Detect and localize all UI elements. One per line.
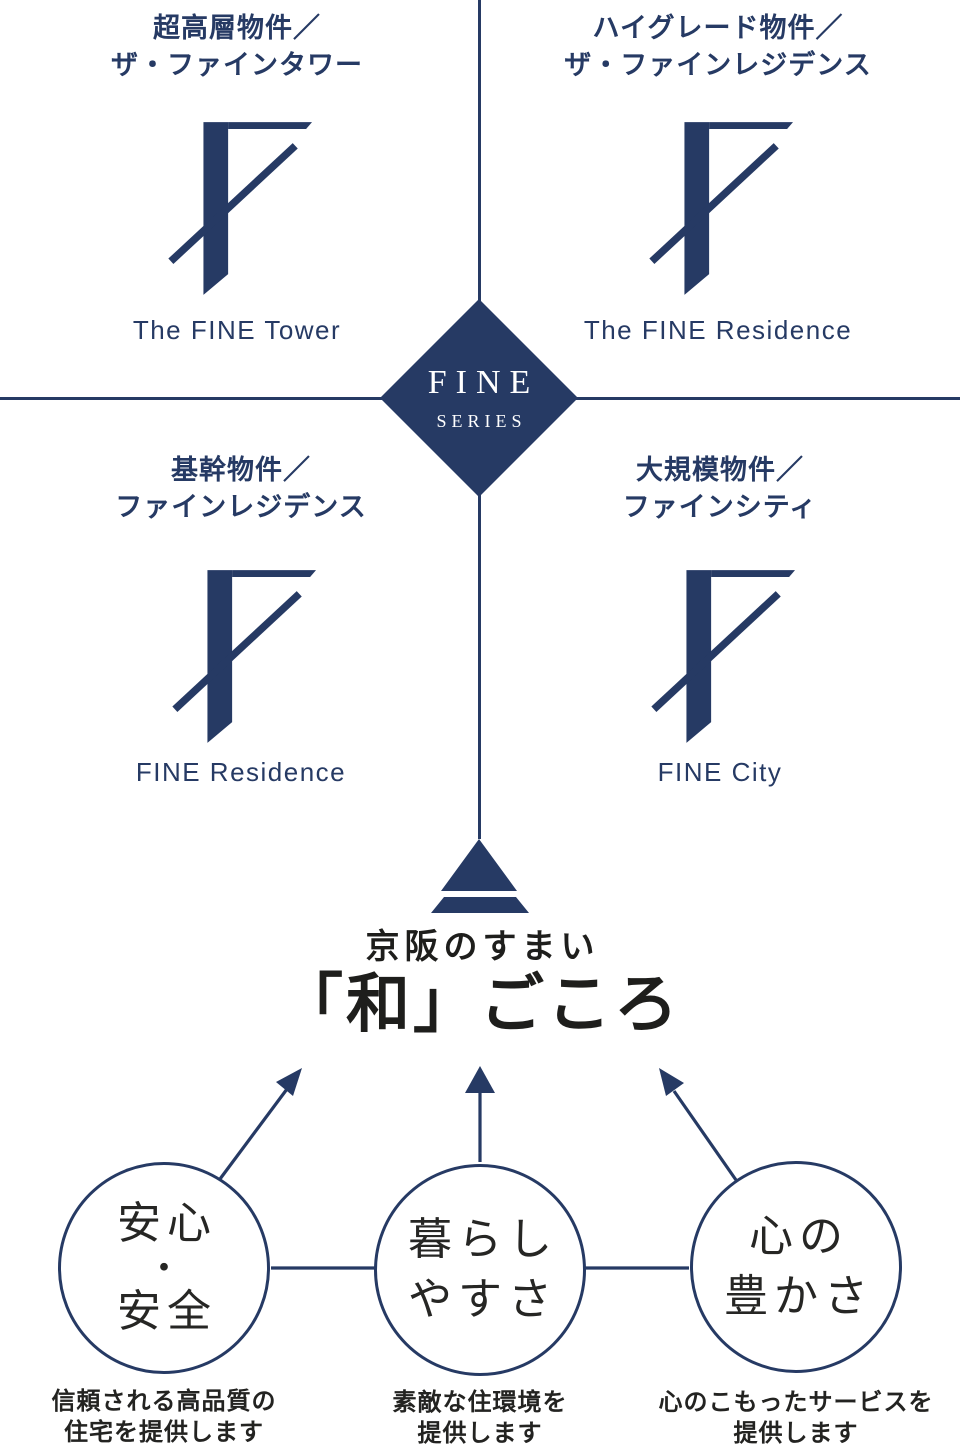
value-line: 安心 bbox=[117, 1199, 217, 1248]
quadrant-the-fine-tower: 超高層物件／ ザ・ファインタワー The FINE Tower bbox=[72, 10, 402, 346]
caption-line: 心のこもったサービスを bbox=[658, 1389, 934, 1416]
fine-f-logo-icon bbox=[650, 570, 795, 743]
quadrant-name-en: FINE City bbox=[657, 757, 783, 787]
fine-f-logo-icon bbox=[648, 122, 793, 295]
value-caption-safety: 信頼される高品質の 住宅を提供します bbox=[0, 1386, 334, 1446]
caption-line: 信頼される高品質の bbox=[51, 1388, 277, 1415]
arrow-right-line bbox=[672, 1090, 738, 1181]
value-circle-richness: 心の 豊かさ bbox=[690, 1161, 902, 1373]
value-caption-richness: 心のこもったサービスを 提供します bbox=[626, 1387, 960, 1446]
quadrant-name-jp: ザ・ファインレジデンス bbox=[564, 50, 872, 80]
caption-line: 提供します bbox=[733, 1420, 859, 1446]
value-line: やすさ bbox=[408, 1275, 558, 1324]
arrow-left-head-icon bbox=[276, 1068, 302, 1096]
value-circle-livability: 暮らし やすさ bbox=[374, 1164, 586, 1376]
quadrant-fine-city: 大規模物件／ ファインシティ FINE City bbox=[555, 452, 885, 788]
caption-line: 素敵な住環境を bbox=[392, 1389, 568, 1416]
caption-line: 提供します bbox=[417, 1420, 543, 1446]
arrow-middle-head-icon bbox=[465, 1066, 495, 1093]
badge-subtitle: SERIES bbox=[436, 411, 527, 431]
arrow-left-line bbox=[218, 1088, 289, 1180]
value-line: 豊かさ bbox=[724, 1272, 874, 1321]
quadrant-category: 超高層物件／ bbox=[153, 13, 321, 43]
fine-series-badge: FINE SERIES bbox=[379, 328, 579, 468]
quadrant-name-jp: ザ・ファインタワー bbox=[111, 50, 363, 80]
foundation-base-icon bbox=[431, 897, 529, 913]
quadrant-the-fine-residence: ハイグレード物件／ ザ・ファインレジデンス The FINE Residence bbox=[553, 10, 883, 346]
quadrant-category: 基幹物件／ bbox=[171, 455, 311, 485]
quadrant-name-en: The FINE Residence bbox=[583, 315, 853, 345]
badge-title: FINE bbox=[427, 364, 540, 401]
value-line: 心の bbox=[749, 1212, 849, 1261]
philosophy-brand-line: 京阪のすまい bbox=[365, 929, 600, 966]
value-circle-safety: 安心 ・ 安全 bbox=[58, 1162, 270, 1374]
philosophy-heading: 京阪のすまい 「和」ごころ bbox=[180, 928, 780, 1040]
caption-line: 住宅を提供します bbox=[64, 1419, 264, 1446]
quadrant-category: ハイグレード物件／ bbox=[592, 13, 844, 43]
value-caption-livability: 素敵な住環境を 提供します bbox=[310, 1387, 650, 1446]
quadrant-category: 大規模物件／ bbox=[636, 455, 804, 485]
quadrant-name-jp: ファインレジデンス bbox=[115, 492, 367, 522]
quadrant-name-en: FINE Residence bbox=[135, 757, 347, 787]
foundation-triangle-icon bbox=[441, 839, 517, 891]
fine-f-logo-icon bbox=[167, 122, 312, 295]
value-line-dot: ・ bbox=[145, 1248, 188, 1288]
quadrant-name-en: The FINE Tower bbox=[132, 315, 342, 345]
quadrant-fine-residence: 基幹物件／ ファインレジデンス FINE Residence bbox=[76, 452, 406, 788]
value-line: 暮らし bbox=[408, 1215, 558, 1264]
fine-f-logo-icon bbox=[171, 570, 316, 743]
philosophy-concept-line: 「和」ごころ bbox=[279, 969, 681, 1040]
quadrant-name-jp: ファインシティ bbox=[622, 492, 818, 522]
value-line: 安全 bbox=[117, 1287, 217, 1336]
arrow-right-head-icon bbox=[659, 1068, 684, 1096]
